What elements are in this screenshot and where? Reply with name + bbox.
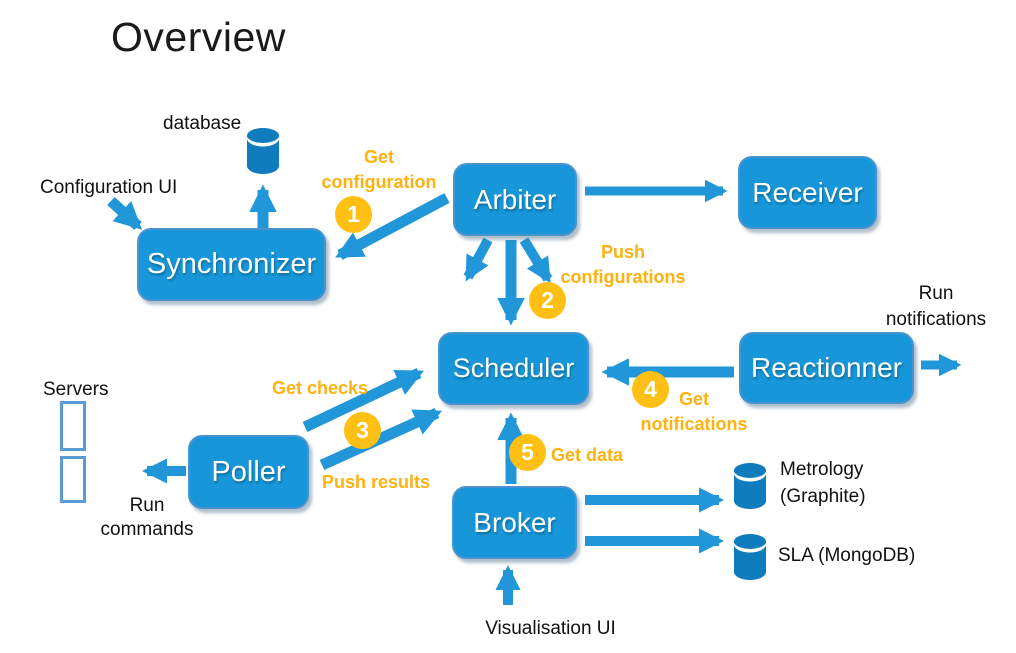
step-badge-2: 2: [529, 282, 566, 319]
node-arbiter: Arbiter: [453, 163, 577, 236]
server-icon: [60, 456, 86, 503]
node-broker: Broker: [452, 486, 577, 559]
sla-cylinder-icon: [734, 534, 766, 580]
visualisation-ui-label: Visualisation UI: [485, 618, 616, 639]
sla-label: SLA (MongoDB): [778, 545, 916, 566]
arrow-arbiter-to-synchronizer: [335, 193, 450, 260]
flow-label-get-data: Get data: [551, 445, 624, 465]
database-label: database: [163, 113, 242, 134]
run-notifications-label: Run notifications: [885, 283, 987, 330]
run-commands-label: Run commands: [100, 495, 194, 540]
flow-label-push-results: Push results: [321, 472, 431, 492]
metrology-label: Metrology (Graphite): [780, 459, 866, 507]
arrow-arbiter-fan-right: [519, 237, 553, 284]
flow-label-push-configurations: Push configurations: [560, 242, 686, 287]
node-reactionner-label: Reactionner: [751, 352, 902, 383]
node-synchronizer-label: Synchronizer: [146, 248, 317, 280]
node-poller: Poller: [188, 435, 309, 509]
servers-label: Servers: [43, 379, 109, 400]
page-title: Overview: [111, 14, 286, 60]
node-receiver: Receiver: [738, 156, 877, 229]
configuration-ui-label: Configuration UI: [40, 177, 178, 198]
flow-label-get-configuration: Get configuration: [321, 147, 437, 192]
step-badge-5: 5: [509, 434, 546, 471]
arrow-configui-to-synchronizer: [107, 196, 143, 231]
step-badge-1: 1: [335, 196, 372, 233]
node-synchronizer: Synchronizer: [137, 228, 326, 301]
server-icon: [60, 401, 86, 451]
database-cylinder-icon: [247, 128, 279, 174]
metrology-cylinder-icon: [734, 463, 766, 509]
step-badge-4: 4: [632, 371, 669, 408]
flow-label-get-notifications: Get notifications: [640, 389, 748, 434]
arrow-poller-pushresults-to-scheduler: [319, 407, 443, 471]
node-receiver-label: Receiver: [752, 176, 863, 208]
node-reactionner: Reactionner: [739, 332, 914, 404]
node-scheduler: Scheduler: [438, 332, 589, 405]
arrow-arbiter-fan-left: [463, 237, 493, 282]
arrow-poller-getchecks-to-scheduler: [302, 368, 424, 432]
node-poller-label: Poller: [211, 455, 286, 488]
node-broker-label: Broker: [473, 506, 556, 538]
step-badge-3: 3: [344, 412, 381, 449]
node-scheduler-label: Scheduler: [452, 353, 575, 383]
flow-label-get-checks: Get checks: [271, 378, 369, 398]
node-arbiter-label: Arbiter: [473, 183, 557, 215]
